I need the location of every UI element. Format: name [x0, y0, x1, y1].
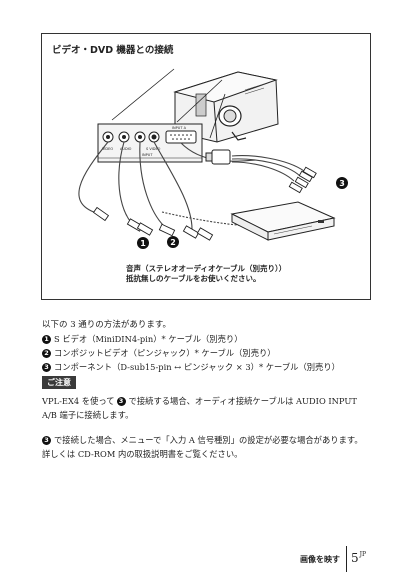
connection-illustration: VIDEO AUDIO S VIDEO INPUT A INPUT — [78, 68, 348, 249]
panel-callout-lines — [111, 68, 226, 139]
method-text-3: コンポーネント（D-sub15-pin ↔ ピンジャック × 3）* ケーブル（… — [54, 362, 340, 372]
method-number-2: 2 — [42, 349, 51, 358]
note-p2-text-a: で接続した場合、メニューで「入力 A 信号種別」の設定が必要な場合があります。 — [54, 435, 363, 445]
footer-page-number: 5JP — [351, 551, 366, 565]
cables — [78, 141, 305, 231]
callout-2: 2 — [170, 238, 176, 247]
note-p1-text-b: で接続する場合、オーディオ接続ケーブルは AUDIO INPUT — [128, 396, 357, 406]
dsub-connector — [205, 149, 231, 165]
rca-plugs — [92, 166, 317, 241]
caption-line-2: 抵抗無しのケーブルをお使いください。 — [126, 274, 261, 283]
note-p2-number: 3 — [42, 436, 51, 445]
dvd-player-illustration — [230, 201, 336, 241]
method-number-3: 3 — [42, 363, 51, 372]
method-text-2: コンポジットビデオ（ピンジャック）* ケーブル（別売り） — [54, 348, 276, 358]
panel-label-input-a: INPUT A — [172, 126, 187, 130]
callout-1: 1 — [140, 239, 146, 248]
callout-numbers: 1 2 3 — [137, 177, 348, 249]
panel-label-svideo: S VIDEO — [146, 147, 161, 151]
input-panel: VIDEO AUDIO S VIDEO INPUT A INPUT — [97, 123, 203, 163]
page-number: 5 — [351, 551, 359, 565]
page-lang: JP — [359, 551, 367, 558]
figure-title: ビデオ・DVD 機器との接続 — [52, 45, 174, 56]
methods-intro: 以下の 3 通りの方法があります。 — [42, 320, 171, 330]
note-p2-text-b: 詳しくは CD-ROM 内の取扱説明書をご覧ください。 — [42, 449, 243, 459]
panel-label-audio: AUDIO — [120, 147, 132, 151]
note-p1-text-c: A/B 端子に接続します。 — [42, 410, 134, 420]
connection-figure: ビデオ・DVD 機器との接続 — [41, 33, 371, 300]
callout-3: 3 — [339, 179, 345, 188]
footer-section-label: 画像を映す — [300, 555, 340, 564]
note-badge: ご注意 — [42, 376, 76, 389]
note-p1-number: 3 — [116, 397, 126, 406]
method-text-1: S ビデオ（MiniDIN4-pin）* ケーブル（別売り） — [54, 334, 243, 344]
panel-label-input: INPUT — [142, 153, 153, 157]
method-number-1: 1 — [42, 335, 51, 344]
figure-caption: 音声（ステレオオーディオケーブル（別売り）） 抵抗無しのケーブルをお使いください… — [126, 264, 286, 284]
note-p1-text-a: VPL-EX4 を使って — [42, 396, 115, 406]
panel-label-video: VIDEO — [102, 147, 113, 151]
caption-line-1: 音声（ステレオオーディオケーブル（別売り）） — [126, 264, 287, 273]
footer-divider — [346, 546, 347, 572]
